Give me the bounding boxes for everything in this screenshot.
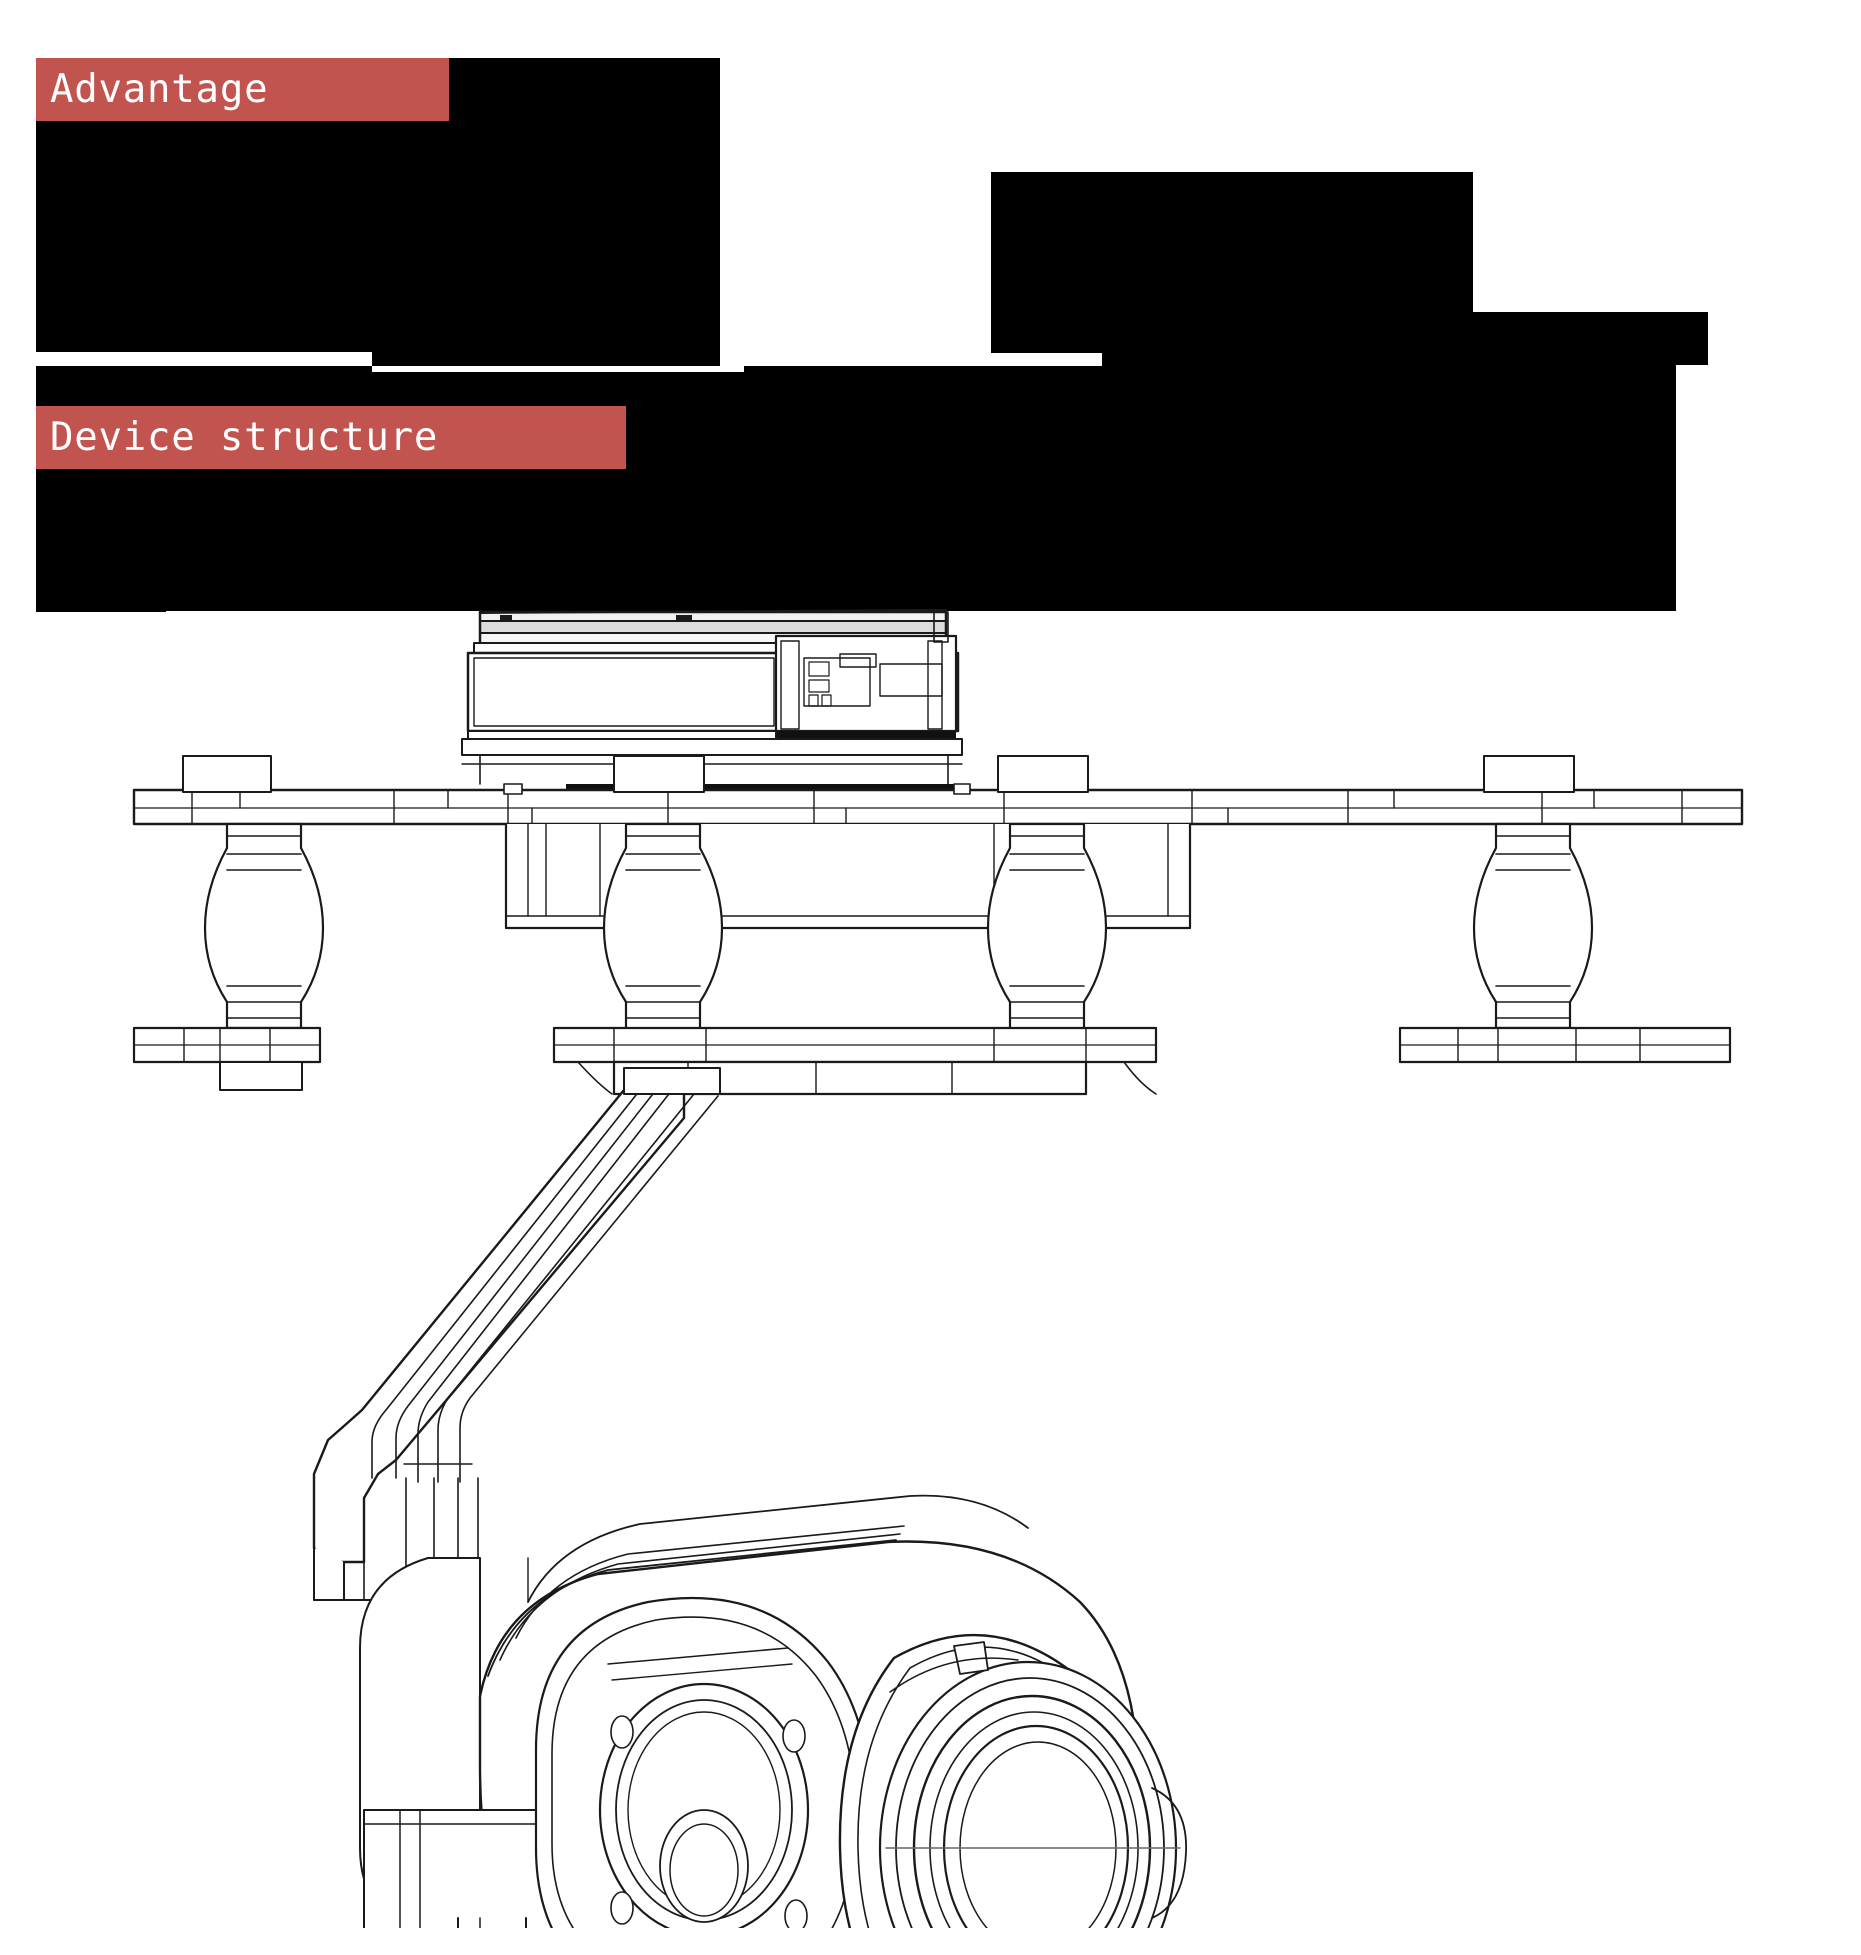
yaw-arm (312, 1067, 721, 1601)
redaction-block (372, 302, 720, 366)
mount-neck (461, 738, 963, 785)
redaction-block (1473, 312, 1708, 365)
redaction-block (744, 366, 1116, 406)
redaction-block (1102, 172, 1473, 368)
redaction-block (36, 121, 720, 302)
section-heading-device-structure: Device structure (36, 406, 626, 469)
section-heading-advantage: Advantage (36, 58, 449, 121)
damper (986, 755, 1108, 1034)
gimbal-camera-line-drawing (128, 598, 1748, 1928)
redaction-block (36, 366, 372, 406)
damper (1398, 755, 1732, 1064)
damper (602, 755, 724, 1034)
redaction-block (36, 560, 166, 612)
redaction-block (991, 172, 1102, 353)
vibration-dampers (132, 755, 1732, 1096)
main-zoom-lens (838, 1633, 1187, 1928)
redaction-block (449, 58, 720, 121)
top-electronics-housing (466, 609, 960, 741)
redaction-block (372, 372, 744, 406)
redaction-block (1116, 358, 1676, 406)
redaction-block (36, 302, 372, 352)
damper (132, 755, 325, 1091)
